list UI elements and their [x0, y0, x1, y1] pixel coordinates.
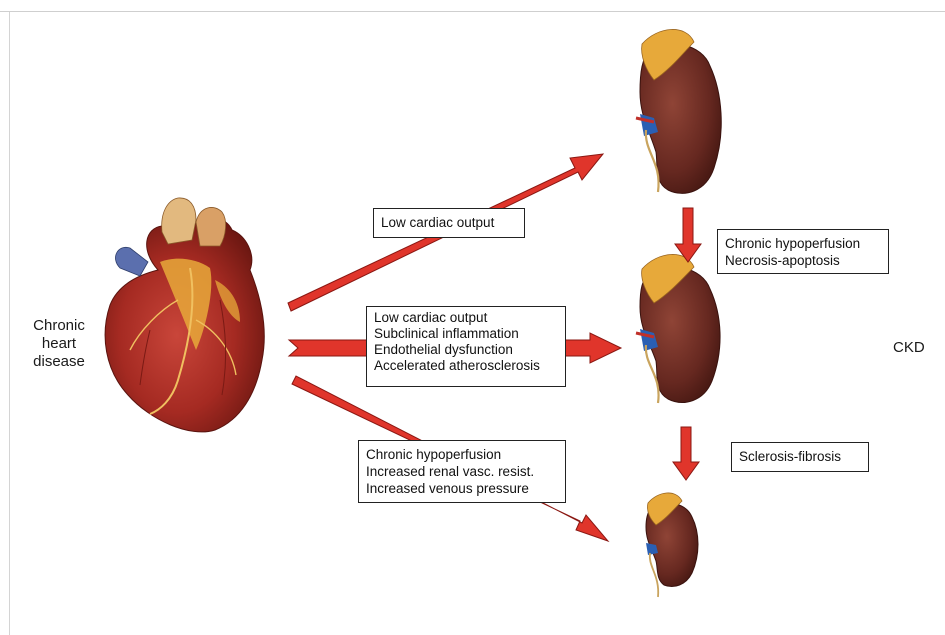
box-line: Accelerated atherosclerosis — [374, 358, 558, 374]
kidney-illustration — [636, 29, 721, 193]
box-line: Low cardiac output — [381, 215, 517, 231]
box-line: Sclerosis-fibrosis — [739, 449, 861, 465]
heart-illustration — [105, 198, 264, 432]
arrow-progression-upper — [675, 208, 701, 262]
pathway-box-top: Low cardiac output — [373, 208, 525, 238]
label-line: disease — [26, 353, 92, 371]
kidney-illustration — [646, 493, 698, 597]
box-line: Chronic hypoperfusion — [366, 446, 558, 463]
pathway-box-bottom: Chronic hypoperfusion Increased renal va… — [358, 440, 566, 503]
box-line: Chronic hypoperfusion — [725, 235, 881, 252]
progression-box-upper: Chronic hypoperfusion Necrosis-apoptosis — [717, 229, 889, 274]
box-line: Low cardiac output — [374, 310, 558, 326]
pathway-box-middle: Low cardiac output Subclinical inflammat… — [366, 306, 566, 387]
box-line: Necrosis-apoptosis — [725, 252, 881, 269]
progression-box-lower: Sclerosis-fibrosis — [731, 442, 869, 472]
box-line: Increased venous pressure — [366, 480, 558, 497]
label-line: heart — [26, 335, 92, 353]
box-line: Increased renal vasc. resist. — [366, 463, 558, 480]
box-line: Subclinical inflammation — [374, 326, 558, 342]
ckd-label: CKD — [893, 339, 925, 357]
kidney-illustration — [636, 254, 720, 403]
label-line: Chronic — [26, 317, 92, 335]
box-line: Endothelial dysfunction — [374, 342, 558, 358]
chronic-heart-disease-label: Chronic heart disease — [26, 317, 92, 371]
arrow-progression-lower — [673, 427, 699, 480]
